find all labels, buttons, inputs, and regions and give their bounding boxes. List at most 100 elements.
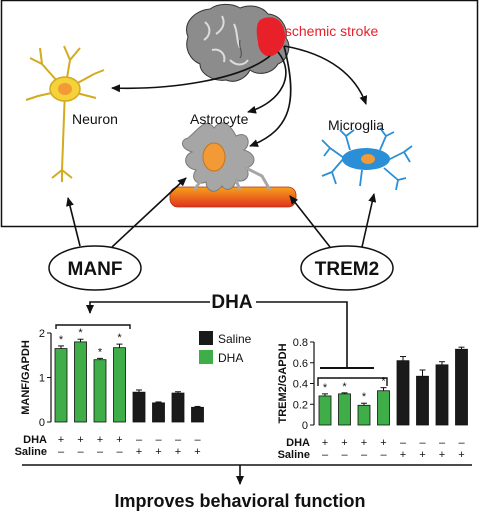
bar <box>338 393 351 426</box>
dha-sign: – <box>439 437 446 449</box>
dha-sign: + <box>380 437 386 449</box>
y-tick-label: 0 <box>302 420 308 432</box>
manf-node <box>48 245 142 291</box>
saline-sign: + <box>400 449 406 461</box>
bar <box>396 360 410 426</box>
saline-sign: – <box>341 449 348 461</box>
astrocyte-label: Astrocyte <box>190 111 249 127</box>
significance-marker: * <box>342 381 347 393</box>
neuron-label: Neuron <box>72 111 118 127</box>
microglia-label: Microglia <box>328 117 384 133</box>
y-tick-label: 0.6 <box>293 358 308 370</box>
y-tick-label: 0 <box>39 417 45 429</box>
manf-label: MANF <box>68 259 123 280</box>
saline-sign: + <box>194 446 200 458</box>
dha-sign: – <box>194 434 201 446</box>
bar <box>113 347 126 423</box>
saline-sign: + <box>439 449 445 461</box>
significance-marker: * <box>362 391 367 403</box>
astrocyte-nucleus <box>202 142 226 172</box>
dha-sign: + <box>116 434 122 446</box>
dha-sign: + <box>361 437 367 449</box>
y-tick-label: 1 <box>39 373 45 385</box>
y-axis-label: MANF/GAPDH <box>20 340 32 415</box>
dha-sign: – <box>175 434 182 446</box>
conclusion-text: Improves behavioral function <box>114 491 365 511</box>
dha-sign: – <box>458 437 465 449</box>
arrow-trem2-to-microglia <box>361 193 377 248</box>
neuron-nucleus <box>58 83 72 95</box>
dha-sign: + <box>77 434 83 446</box>
row-label-saline: Saline <box>278 449 310 461</box>
dha-sign: – <box>155 434 162 446</box>
saline-sign: – <box>361 449 368 461</box>
astrocyte-endfeet <box>192 166 272 191</box>
significance-marker: * <box>98 346 103 358</box>
arrow-dha-to-manf-chart <box>86 301 210 314</box>
dha-label: DHA <box>211 292 252 313</box>
y-tick-label: 0.8 <box>293 337 308 349</box>
arrow-manf-to-astrocyte <box>111 177 187 248</box>
ischemic-stroke-label: Ischemic stroke <box>281 23 378 39</box>
microglia-nucleus <box>361 154 375 164</box>
saline-sign: + <box>419 449 425 461</box>
bar <box>171 392 185 423</box>
dha-sign: + <box>58 434 64 446</box>
trem2-node <box>300 245 394 291</box>
dha-sign: – <box>400 437 407 449</box>
bar <box>416 375 429 426</box>
saline-sign: + <box>175 446 181 458</box>
bar <box>318 395 332 426</box>
saline-sign: + <box>155 446 161 458</box>
dha-sign: – <box>136 434 143 446</box>
manf-chart: 012MANF/GAPDH****DHASaline++++––––––––++… <box>15 324 204 458</box>
significance-marker: * <box>323 382 328 394</box>
dha-sign: – <box>419 437 426 449</box>
bar <box>152 402 165 423</box>
trem2-label: TREM2 <box>315 259 379 280</box>
bar <box>455 348 468 426</box>
legend-swatch-saline <box>199 331 213 345</box>
manf-dha-bracket <box>55 324 131 329</box>
bar <box>132 391 146 423</box>
bar <box>377 390 390 426</box>
bar <box>191 406 204 423</box>
saline-sign: – <box>97 446 104 458</box>
legend-label-dha: DHA <box>218 351 243 365</box>
arrow-manf-to-neuron <box>66 197 81 247</box>
bar <box>93 359 107 423</box>
row-label-dha: DHA <box>23 434 47 446</box>
y-tick-label: 2 <box>39 328 45 340</box>
row-label-saline: Saline <box>15 446 47 458</box>
bar <box>435 364 449 426</box>
saline-sign: + <box>458 449 464 461</box>
y-tick-label: 0.2 <box>293 399 308 411</box>
dha-sign: + <box>97 434 103 446</box>
bar <box>54 348 68 423</box>
microglia-icon <box>321 127 413 191</box>
ischemic-region <box>256 17 286 57</box>
legend-swatch-dha <box>199 350 213 364</box>
bar <box>357 404 371 426</box>
arrow-brain-to-astrocyte-2 <box>249 45 292 147</box>
dha-sign: + <box>322 437 328 449</box>
significance-marker: * <box>381 376 386 388</box>
y-tick-label: 0.4 <box>293 379 308 391</box>
y-axis-label: TREM2/GAPDH <box>277 343 289 423</box>
saline-sign: – <box>380 449 387 461</box>
dha-sign: + <box>341 437 347 449</box>
saline-sign: – <box>58 446 65 458</box>
significance-marker: * <box>78 327 83 339</box>
significance-marker: * <box>117 332 122 344</box>
saline-sign: – <box>322 449 329 461</box>
saline-sign: + <box>136 446 142 458</box>
row-label-dha: DHA <box>286 437 310 449</box>
line-dha-to-trem2-chart <box>256 301 348 368</box>
saline-sign: – <box>116 446 123 458</box>
bar <box>74 341 87 423</box>
arrow-brain-to-astrocyte <box>247 51 287 114</box>
saline-sign: – <box>77 446 84 458</box>
legend-label-saline: Saline <box>218 332 252 346</box>
